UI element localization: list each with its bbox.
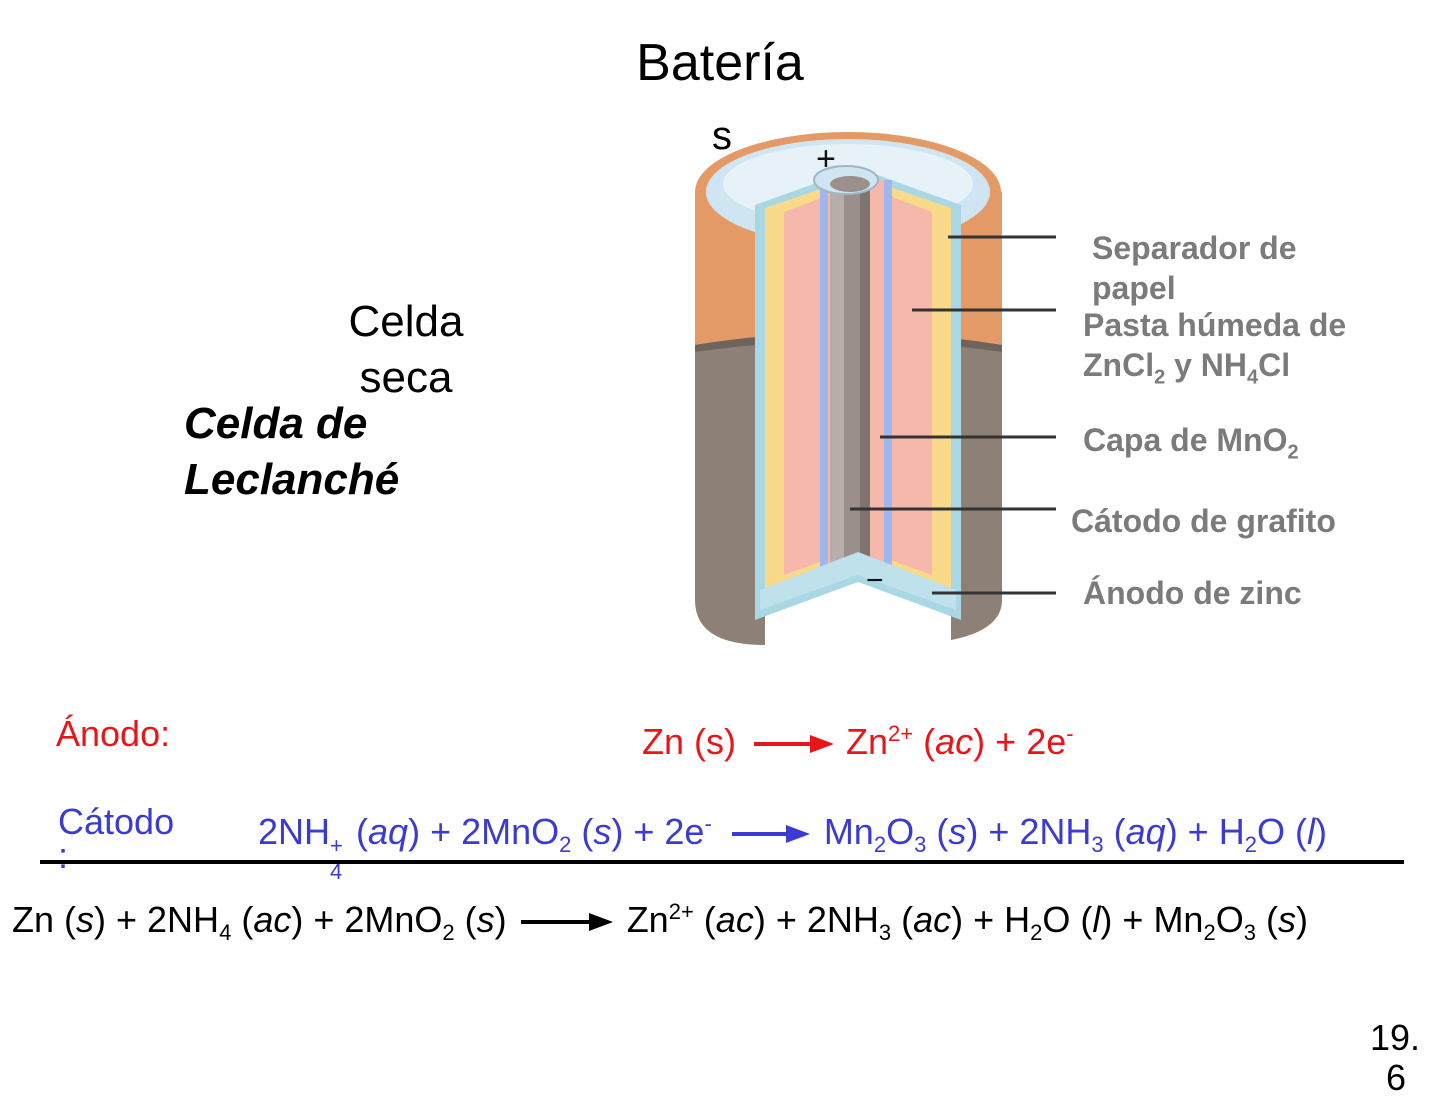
anode-half-reaction: Zn (s) Zn2+ (ac) + 2e-: [642, 712, 1074, 764]
minus-sign: −: [866, 564, 884, 597]
cathode-half-reaction: 2NH+4 (aq) + 2MnO2 (s) + 2e- Mn2O3 (s) +…: [258, 811, 1327, 884]
label-graphite-cathode: Cátodo de grafito: [1071, 503, 1336, 539]
leclanche-caption-line1: Celda de: [184, 399, 368, 448]
label-moist-paste-line1: Pasta húmeda de: [1083, 307, 1347, 343]
anode-reaction-arrow: [754, 735, 835, 754]
label-paper-separator-line2: papel: [1092, 270, 1176, 306]
leclanche-caption-line2: Leclanché: [184, 455, 400, 504]
leclanche-caption: Celda de Leclanché: [184, 396, 399, 508]
sum-divider-line: [40, 860, 1404, 864]
battery-cutaway-diagram: + −: [695, 132, 1056, 645]
anode-reactant: Zn (s): [642, 721, 736, 762]
cathode-label: Cátodo :: [58, 801, 175, 876]
label-mno2-layer: Capa de MnO2: [1083, 422, 1299, 464]
anode-product: Zn2+ (ac) + 2e-: [846, 721, 1074, 762]
overall-reaction: Zn (s) + 2NH4 (ac) + 2MnO2 (s) Zn2+ (ac)…: [12, 899, 1308, 946]
label-moist-paste-line2: ZnCl2 y NH4Cl: [1083, 347, 1291, 389]
slide-number: 19. 6: [1369, 1017, 1420, 1098]
dry-cell-caption-line2: seca: [359, 353, 453, 402]
dry-cell-caption-line1: Celda: [348, 297, 464, 346]
label-paper-separator: Separador de papel: [1092, 228, 1297, 306]
zinc-base: [760, 552, 956, 610]
overall-reaction-arrow: [520, 913, 613, 932]
dry-cell-caption: Celda seca: [300, 294, 512, 406]
label-moist-paste: Pasta húmeda de ZnCl2 y NH4Cl: [1083, 305, 1346, 397]
slide-title: Batería: [636, 34, 804, 92]
label-paper-separator-line1: Separador de: [1092, 230, 1297, 266]
anode-label: Ánodo:: [56, 713, 171, 754]
plus-sign: +: [816, 140, 836, 178]
cathode-reaction-arrow: [731, 825, 810, 844]
label-zinc-anode: Ánodo de zinc: [1083, 575, 1302, 611]
